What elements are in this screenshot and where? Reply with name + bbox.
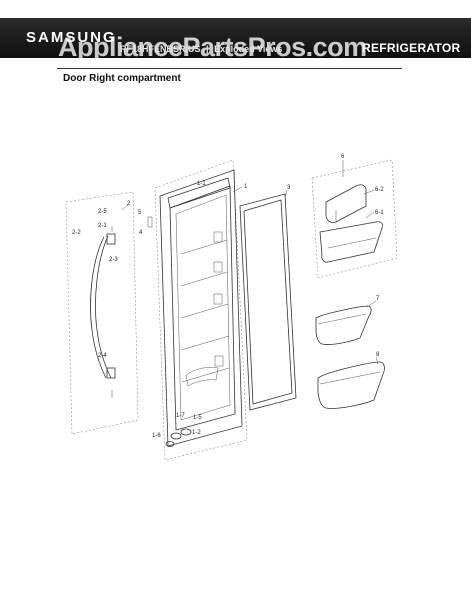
label-2-5: 2-5: [98, 209, 107, 215]
guard-outline-dashed: [311, 159, 398, 279]
label-4: 4: [139, 230, 143, 236]
label-7: 7: [376, 296, 380, 302]
leader-6-1: [365, 211, 375, 219]
views-label: Exploded Views: [214, 44, 283, 54]
handle-cap-top: [106, 233, 116, 245]
door-lower-guard: [185, 367, 219, 387]
leader-1: [232, 186, 243, 193]
gasket-group: [239, 193, 297, 411]
model-number: RF18HFENBSR/US: [120, 44, 201, 54]
door-handle-edge: [95, 235, 112, 379]
door-rail-3: [180, 303, 229, 319]
label-1-5: 1-5: [193, 415, 202, 421]
door-gasket-outer: [239, 193, 297, 411]
door-bracket-4: [214, 355, 224, 367]
door-frame: [159, 169, 243, 447]
label-8: 8: [376, 352, 380, 358]
label-3: 3: [287, 185, 291, 191]
door-rail-2: [180, 271, 228, 287]
label-6-1: 6-1: [375, 210, 384, 216]
hinge-part-3: [165, 441, 175, 447]
door-bracket-2: [213, 261, 223, 273]
label-6: 6: [341, 154, 345, 160]
header-banner: SAMSUNG AppliancePartsPros.com RF18HFENB…: [0, 18, 471, 62]
category-label: REFRIGERATOR: [362, 41, 461, 55]
label-2-4: 2-4: [98, 353, 107, 359]
door-liner: [175, 194, 231, 421]
label-2-1: 2-1: [98, 223, 107, 229]
guard-bin-rim: [327, 237, 377, 249]
model-number-row: RF18HFENBSR/US | Exploded Views: [120, 44, 282, 54]
door-guard-bin-8: [317, 361, 385, 409]
hinge-part-2: [180, 428, 192, 436]
leader-6-2: [363, 189, 375, 195]
header-background: [0, 18, 471, 58]
brand-logo: SAMSUNG: [26, 29, 117, 46]
label-1-6: 1-6: [152, 433, 161, 439]
label-5: 5: [138, 210, 142, 216]
door-rail-4: [180, 335, 230, 351]
leader-2: [121, 204, 129, 211]
handle-plate-outline: [65, 191, 139, 435]
door-bracket-1: [213, 231, 223, 243]
handle-assembly-group: [65, 191, 139, 435]
guard-bin-7-rim: [317, 313, 367, 325]
door-rail-5: [181, 367, 230, 383]
label-6-2: 6-2: [375, 187, 384, 193]
model-separator: |: [206, 44, 209, 54]
leader-8: [375, 356, 379, 365]
guard-cover: [325, 184, 367, 223]
hinge-part-1: [170, 432, 182, 440]
label-1-2: 1-2: [192, 430, 201, 436]
label-1-1: 1-1: [197, 181, 206, 187]
title-divider: [57, 68, 402, 69]
door-handle: [90, 236, 107, 379]
guard-bin-8-rim: [319, 371, 381, 385]
door-guard-bin-7: [315, 305, 372, 345]
door-inner-frame: [169, 185, 236, 431]
label-2-3: 2-3: [109, 257, 118, 263]
label-1-7: 1-7: [176, 413, 185, 419]
part-labels: 1 1-1 1-2 1-5 1-6 1-7 2 2-1 2-2 2-3 2-4 …: [72, 154, 384, 439]
leader-3: [284, 189, 288, 199]
door-bracket-3: [213, 293, 223, 305]
handle-cap-bottom: [106, 367, 116, 379]
label-2-2: 2-2: [72, 230, 81, 236]
leader-lines: [121, 160, 379, 365]
side-clip: [147, 216, 153, 228]
label-2: 2: [127, 201, 131, 207]
door-rail-1: [180, 239, 228, 255]
guard-bin: [319, 221, 384, 263]
watermark: AppliancePartsPros.com: [58, 32, 367, 62]
label-1: 1: [244, 184, 248, 190]
door-frame-group: [147, 159, 248, 461]
door-gasket-inner: [243, 199, 293, 405]
section-title: Door Right compartment: [63, 73, 181, 84]
door-top-cap: [167, 177, 231, 209]
leader-7: [366, 300, 377, 308]
guard-assembly-group: [311, 159, 398, 279]
